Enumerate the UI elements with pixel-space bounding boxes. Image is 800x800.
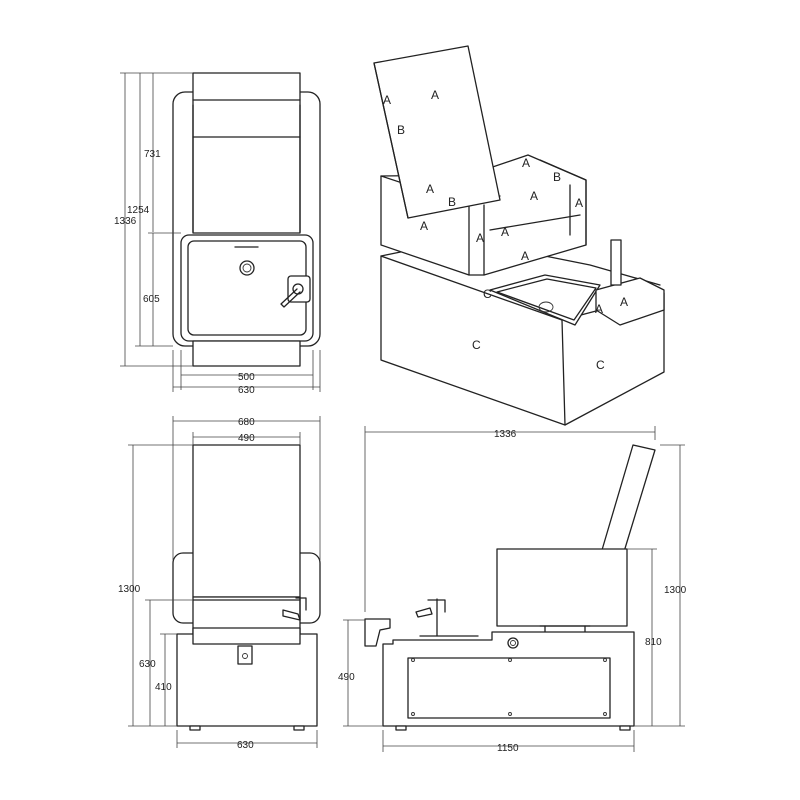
dim-500: 500 — [238, 372, 255, 383]
iso-label-a8: A — [476, 231, 484, 245]
iso-label-b1: B — [397, 123, 405, 137]
iso-label-a11: A — [620, 295, 628, 309]
iso-label-a2: A — [431, 88, 439, 102]
dim-605: 605 — [143, 294, 160, 305]
iso-label-b3: B — [448, 195, 456, 209]
top-drain-icon — [239, 260, 255, 276]
iso-label-c3: C — [596, 358, 605, 372]
iso-basin — [489, 274, 601, 326]
iso-label-a5: A — [530, 189, 538, 203]
front-drain-plate — [237, 645, 253, 665]
dim-1300-front: 1300 — [118, 584, 141, 595]
iso-label-b2: B — [553, 170, 561, 184]
front-view: 680 490 1300 630 410 630 — [118, 416, 321, 751]
top-view: 731 1254 1336 605 500 630 — [114, 72, 321, 396]
dim-1150: 1150 — [497, 743, 519, 754]
iso-label-a4: A — [426, 182, 434, 196]
side-view: 1336 1300 810 490 1150 — [338, 426, 687, 754]
iso-label-a12: A — [595, 302, 603, 316]
dim-731: 731 — [144, 149, 161, 160]
iso-label-c2: C — [472, 338, 481, 352]
dim-630-front: 630 — [237, 740, 254, 751]
iso-label-a3: A — [522, 156, 530, 170]
dim-1254: 1254 — [127, 205, 150, 216]
iso-label-a9: A — [501, 225, 509, 239]
dim-680: 680 — [238, 417, 255, 428]
top-backrest — [192, 72, 301, 234]
dim-490-side: 490 — [338, 672, 355, 683]
front-faucet-icon — [295, 596, 307, 621]
side-control-knob-icon — [507, 637, 519, 649]
side-seat — [496, 548, 628, 627]
iso-label-c1: C — [483, 287, 492, 301]
iso-view: A A B A B A B A A A A A A C A A C C — [373, 45, 665, 426]
iso-label-a10: A — [521, 249, 529, 263]
dim-1336: 1336 — [114, 216, 137, 227]
side-faucet-icon — [427, 598, 446, 637]
front-backrest — [192, 444, 301, 598]
dim-810: 810 — [645, 637, 662, 648]
iso-label-a6: A — [575, 196, 583, 210]
side-footrest — [364, 618, 391, 647]
dim-490-front: 490 — [238, 433, 255, 444]
iso-label-a7: A — [420, 219, 428, 233]
top-footrest — [192, 340, 301, 367]
side-backrest — [601, 444, 656, 556]
dim-630-front-vertical: 630 — [139, 659, 156, 670]
dim-1336-side: 1336 — [494, 429, 517, 440]
dim-410: 410 — [155, 682, 172, 693]
iso-faucet-icon — [610, 239, 622, 286]
iso-faucet-box — [595, 277, 665, 326]
top-faucet-icon — [287, 275, 311, 303]
side-panel — [407, 657, 611, 719]
dim-1300-side: 1300 — [664, 585, 687, 596]
dim-630: 630 — [238, 385, 255, 396]
iso-label-a1: A — [383, 93, 391, 107]
